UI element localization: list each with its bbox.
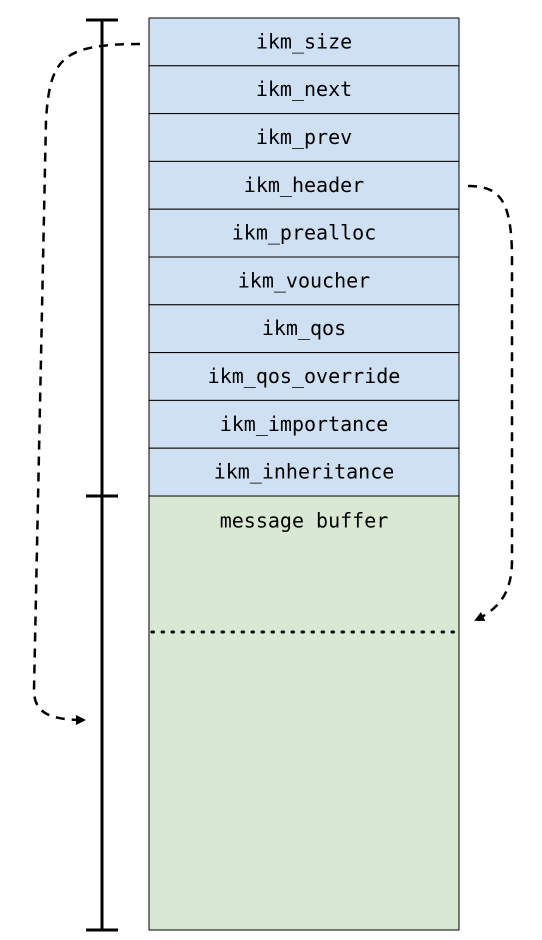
- field-label: ikm_prev: [256, 125, 352, 149]
- field-cell: [148, 447, 460, 497]
- field-cell: [148, 304, 460, 354]
- field-cell: [148, 160, 460, 210]
- ikm-size-pointer-arrow: [32, 42, 141, 725]
- field-row-ikm-inheritance: ikm_inheritance: [148, 447, 460, 497]
- field-cell: [148, 113, 460, 162]
- message-buffer-rect: [148, 495, 460, 931]
- field-cell: [148, 256, 460, 306]
- field-label: ikm_inheritance: [214, 460, 395, 484]
- field-row-ikm-importance: ikm_importance: [148, 399, 460, 449]
- field-cell: [148, 399, 460, 449]
- field-row-ikm-prealloc: ikm_prealloc: [148, 208, 460, 258]
- message-buffer-label: message buffer: [220, 509, 389, 533]
- field-label: ikm_size: [256, 29, 352, 53]
- field-label: ikm_qos_override: [208, 364, 401, 388]
- size-ruler: [86, 18, 118, 932]
- field-cell: [148, 352, 460, 401]
- field-row-ikm-size: ikm_size: [148, 17, 460, 67]
- field-label: ikm_prealloc: [232, 221, 377, 245]
- field-row-ikm-qos-override: ikm_qos_override: [148, 352, 460, 401]
- field-row-ikm-prev: ikm_prev: [148, 113, 460, 162]
- field-label: ikm_importance: [220, 412, 389, 436]
- field-label: ikm_qos: [262, 316, 346, 340]
- field-label: ikm_voucher: [238, 268, 370, 292]
- ikm-header-pointer-arrow: [467, 184, 514, 622]
- field-row-ikm-header: ikm_header: [148, 160, 460, 210]
- message-buffer: message buffer: [148, 495, 460, 931]
- field-label: ikm_header: [244, 173, 364, 197]
- field-row-ikm-voucher: ikm_voucher: [148, 256, 460, 306]
- field-cell: [148, 17, 460, 67]
- field-cell: [148, 208, 460, 258]
- kmsg-header-fields: ikm_size ikm_next ikm_prev ikm_header ikm_pr…: [148, 17, 460, 497]
- field-label: ikm_next: [256, 77, 352, 101]
- field-row-ikm-qos: ikm_qos: [148, 304, 460, 354]
- field-row-ikm-next: ikm_next: [148, 65, 460, 115]
